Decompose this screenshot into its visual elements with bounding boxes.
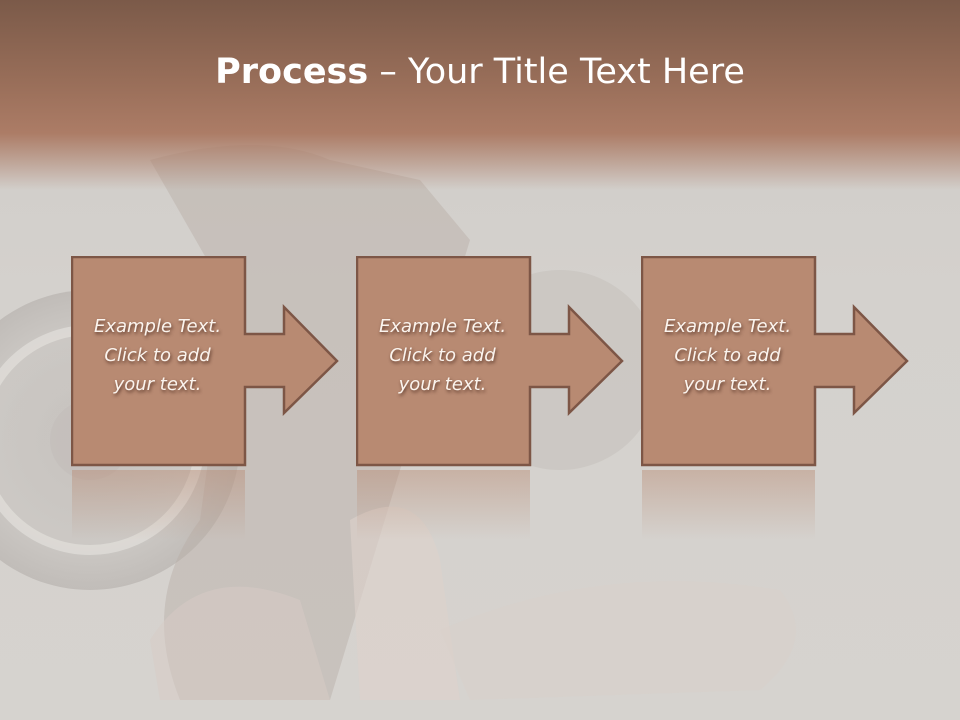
process-step-1[interactable]: Example Text. Click to add your text. bbox=[71, 256, 351, 468]
step-text-line: your text. bbox=[398, 374, 487, 395]
step-text[interactable]: Example Text. Click to add your text. bbox=[71, 312, 244, 399]
step-1-reflection bbox=[72, 470, 245, 540]
process-step-3[interactable]: Example Text. Click to add your text. bbox=[641, 256, 921, 468]
slide-title[interactable]: Process – Your Title Text Here bbox=[0, 52, 960, 92]
step-text-line: Click to add bbox=[389, 345, 496, 366]
step-text-line: Click to add bbox=[674, 345, 781, 366]
step-text[interactable]: Example Text. Click to add your text. bbox=[356, 312, 529, 399]
step-text-line: your text. bbox=[113, 374, 202, 395]
box-arrow-shape bbox=[356, 256, 624, 467]
step-text-line: Example Text. bbox=[378, 316, 507, 337]
box-arrow-shape bbox=[71, 256, 339, 467]
step-text-line: your text. bbox=[683, 374, 772, 395]
step-text-line: Example Text. bbox=[93, 316, 222, 337]
step-3-reflection bbox=[642, 470, 815, 540]
title-band bbox=[0, 0, 960, 190]
box-arrow-shape bbox=[641, 256, 909, 467]
step-text[interactable]: Example Text. Click to add your text. bbox=[641, 312, 814, 399]
process-step-2[interactable]: Example Text. Click to add your text. bbox=[356, 256, 636, 468]
title-bold-part: Process bbox=[215, 52, 369, 92]
step-2-reflection bbox=[357, 470, 530, 540]
title-rest: – Your Title Text Here bbox=[368, 52, 745, 92]
step-text-line: Click to add bbox=[104, 345, 211, 366]
step-text-line: Example Text. bbox=[663, 316, 792, 337]
